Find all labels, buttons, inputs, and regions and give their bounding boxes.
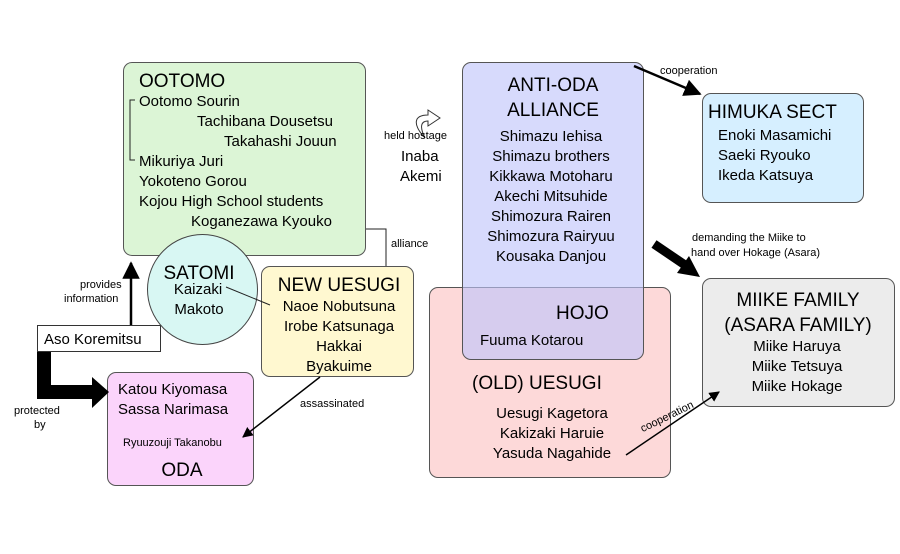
ootomo-member-6: Kojou High School students [139, 193, 324, 210]
anti-oda-member-3: Kikkawa Motoharu [489, 168, 613, 185]
anti-oda-member-7: Kousaka Danjou [495, 248, 607, 265]
demanding-label-1: demanding the Miike to [692, 232, 806, 244]
anti-oda-member-4: Akechi Mitsuhide [494, 188, 608, 205]
old-uesugi-title: (OLD) UESUGI [472, 373, 602, 394]
hostage-name-line1: Inaba [401, 148, 439, 165]
aso-koremitsu-label: Aso Koremitsu [44, 331, 142, 348]
anti-oda-member-2: Shimazu brothers [492, 148, 610, 165]
miike-title-1: MIIKE FAMILY [736, 290, 860, 311]
anti-oda-member-5: Shimozura Rairen [490, 208, 612, 225]
satomi-member-2: Makoto [174, 301, 224, 318]
protected-by-arrow [37, 352, 94, 399]
himuka-sect-box [702, 93, 864, 203]
hojo-title: HOJO [556, 303, 609, 324]
himuka-member-2: Saeki Ryouko [718, 147, 811, 164]
new-uesugi-member-3: Hakkai [316, 338, 362, 355]
new-uesugi-box [261, 266, 414, 377]
miike-title-2: (ASARA FAMILY) [724, 315, 872, 336]
ootomo-member-5: Yokoteno Gorou [139, 173, 247, 190]
old-uesugi-member-3: Yasuda Nagahide [492, 445, 612, 462]
oda-member-3: Ryuuzouji Takanobu [123, 437, 222, 449]
himuka-member-3: Ikeda Katsuya [718, 167, 814, 184]
alliance-label: alliance [391, 238, 429, 250]
new-uesugi-member-2: Irobe Katsunaga [283, 318, 395, 335]
anti-oda-member-6: Shimozura Rairyuu [487, 228, 615, 245]
himuka-member-1: Enoki Masamichi [718, 127, 832, 144]
held-hostage-label: held hostage [384, 130, 447, 142]
aso-koremitsu-box [37, 325, 161, 352]
anti-oda-alliance-box [462, 62, 644, 360]
miike-member-1: Miike Haruya [753, 338, 841, 355]
miike-family-box [702, 278, 895, 407]
demanding-arrowhead [677, 256, 700, 277]
ootomo-member-2: Tachibana Dousetsu [197, 113, 333, 130]
alliance-connector [366, 228, 387, 266]
provides-information-label-2: information [64, 293, 119, 305]
protected-by-label-1: protected [14, 405, 60, 417]
anti-oda-title-2: ALLIANCE [507, 100, 599, 121]
oda-member-2: Sassa Narimasa [118, 401, 229, 418]
ootomo-group-box [123, 62, 366, 256]
assassinated-label: assassinated [300, 398, 365, 410]
satomi-member-1: Kaizaki [173, 281, 223, 298]
demanding-arrow [651, 240, 688, 269]
old-uesugi-member-1: Uesugi Kagetora [496, 405, 608, 422]
himuka-title: HIMUKA SECT [708, 102, 837, 123]
hojo-member-1: Fuuma Kotarou [480, 332, 584, 349]
cooperation-top-label: cooperation [660, 65, 718, 77]
miike-member-3: Miike Hokage [751, 378, 843, 395]
satomi-title: SATOMI [163, 263, 235, 284]
ootomo-member-3: Takahashi Jouun [224, 133, 337, 150]
oda-box [107, 372, 254, 486]
miike-member-2: Miike Tetsuya [751, 358, 843, 375]
demanding-label-2: hand over Hokage (Asara) [691, 247, 821, 259]
oda-title: ODA [161, 460, 203, 481]
ootomo-member-4: Mikuriya Juri [139, 153, 224, 170]
ootomo-member-1: Ootomo Sourin [139, 93, 240, 110]
new-uesugi-member-4: Byakuime [306, 358, 372, 375]
provides-information-label-1: provides [80, 279, 122, 291]
ootomo-member-7: Koganezawa Kyouko [191, 213, 332, 230]
anti-oda-member-1: Shimazu Iehisa [499, 128, 603, 145]
anti-oda-title-1: ANTI-ODA [507, 75, 599, 96]
protected-by-label-2: by [34, 419, 46, 431]
oda-member-1: Katou Kiyomasa [118, 381, 228, 398]
new-uesugi-member-1: Naoe Nobutsuna [282, 298, 396, 315]
new-uesugi-title: NEW UESUGI [277, 275, 401, 296]
hostage-name-line2: Akemi [400, 168, 442, 185]
old-uesugi-member-2: Kakizaki Haruie [499, 425, 605, 442]
ootomo-title: OOTOMO [139, 71, 226, 92]
